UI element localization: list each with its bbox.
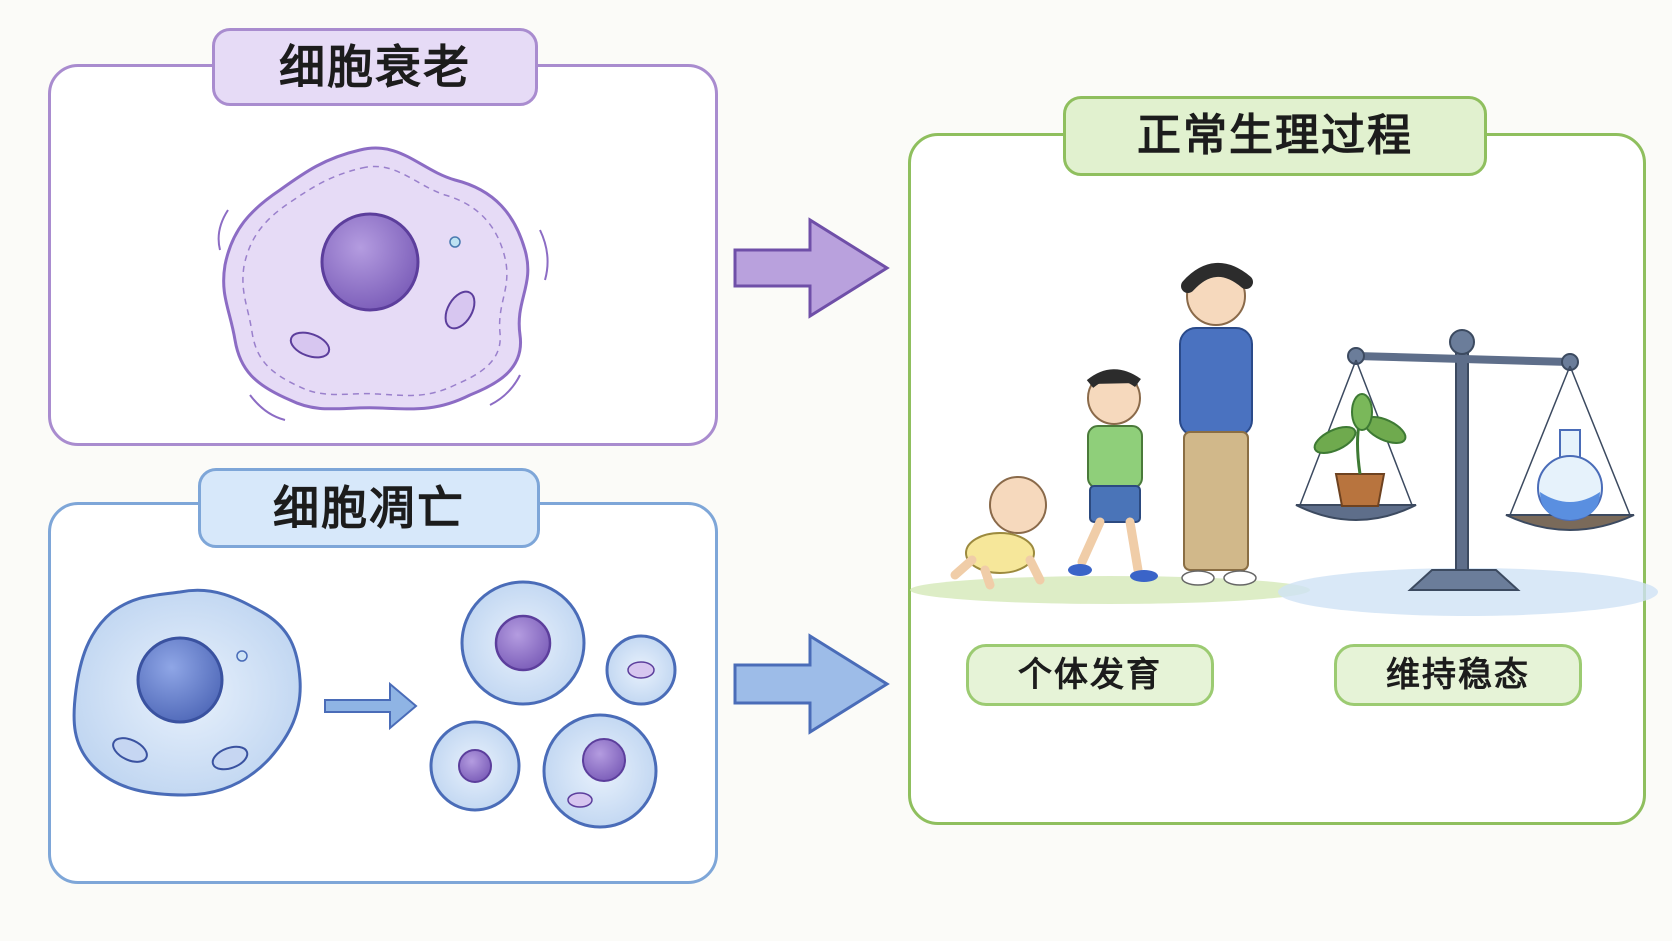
homeostasis-label: 维持稳态 bbox=[1334, 644, 1582, 706]
individual-development-label: 个体发育 bbox=[966, 644, 1214, 706]
senescent-cell bbox=[217, 146, 549, 421]
apoptotic-bodies bbox=[429, 580, 677, 829]
apoptosis-cell bbox=[72, 588, 302, 797]
apoptosis-arrow bbox=[733, 633, 890, 735]
senescence-arrow bbox=[733, 217, 890, 319]
apoptosis-small-arrow bbox=[324, 681, 418, 731]
balance-scale-illustration bbox=[1278, 329, 1658, 616]
apoptosis-title: 细胞凋亡 bbox=[198, 468, 540, 548]
physiological-process-panel bbox=[908, 133, 1646, 825]
development-illustration bbox=[910, 262, 1310, 604]
senescence-title: 细胞衰老 bbox=[212, 28, 538, 106]
physiological-process-title: 正常生理过程 bbox=[1063, 96, 1487, 176]
